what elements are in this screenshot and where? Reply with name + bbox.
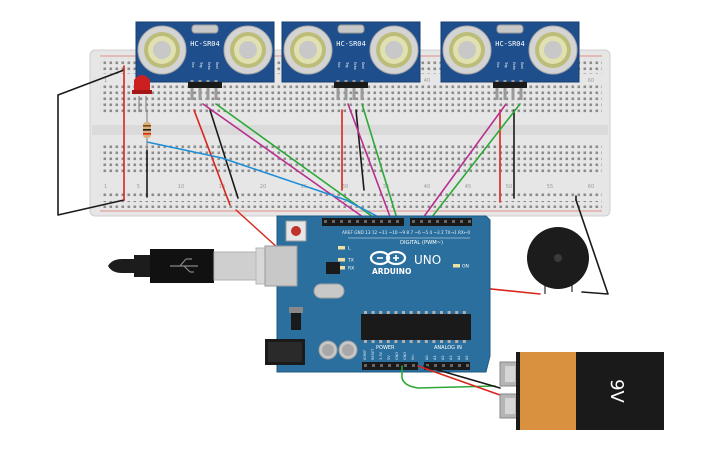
- board-leds: L TX RX ON: [338, 246, 469, 272]
- column-number: 60: [588, 78, 594, 84]
- column-number: 30: [342, 184, 348, 190]
- crystal: [313, 283, 345, 299]
- breadboard: 1155101015152020252530303535404045455050…: [89, 49, 611, 217]
- column-number: 10: [178, 184, 184, 190]
- arduino-logo: ARDUINO UNO: [369, 250, 441, 276]
- wire-blue-led[interactable]: [146, 141, 389, 223]
- column-number: 50: [506, 184, 512, 190]
- column-number: 15: [219, 184, 225, 190]
- svg-text:L: L: [348, 246, 351, 252]
- sensor-pin-label: Vcc: [191, 62, 195, 68]
- column-number: 35: [383, 184, 389, 190]
- svg-text:5V: 5V: [387, 355, 391, 360]
- svg-text:A1: A1: [433, 355, 437, 360]
- sensor-pin-label: Gnd: [215, 62, 219, 69]
- arduino-uno[interactable]: AREF GND 13 12 ~11 ~10 ~9 8 7 ~6 ~5 4 ~3…: [264, 215, 491, 373]
- wire-magenta-s1[interactable]: [202, 103, 371, 223]
- analog-label: ANALOG IN: [434, 345, 462, 351]
- column-number: 1: [104, 78, 107, 84]
- svg-text:RX: RX: [348, 266, 354, 272]
- svg-text:A5: A5: [465, 355, 469, 360]
- column-number: 60: [588, 184, 594, 190]
- column-number: 20: [260, 184, 266, 190]
- power-label: POWER: [376, 345, 395, 351]
- sensor-pin-label: Vcc: [496, 62, 500, 68]
- sensor-pin-label: Echo: [353, 62, 357, 70]
- sensor-pin-label: Vcc: [337, 62, 341, 68]
- led-red[interactable]: [132, 75, 152, 112]
- wire-red-s1[interactable]: [193, 109, 231, 206]
- svg-text:A3: A3: [449, 355, 453, 360]
- svg-text:A0: A0: [425, 355, 429, 360]
- analog-pin-labels: A0 A1 A2 A3 A4 A5: [425, 355, 469, 360]
- battery-label: 9V: [606, 379, 627, 403]
- column-number: 25: [301, 184, 307, 190]
- svg-text:3.3V: 3.3V: [379, 351, 383, 360]
- column-number: 55: [547, 184, 553, 190]
- sensor-pin-label: Trig: [345, 61, 349, 68]
- wire-red-vin[interactable]: [417, 365, 501, 396]
- svg-text:Vin: Vin: [411, 354, 415, 360]
- resistor[interactable]: [143, 112, 151, 150]
- wire-black-s1[interactable]: [209, 109, 239, 199]
- sensor-pin-label: Echo: [207, 62, 211, 70]
- column-number: 40: [424, 78, 430, 84]
- svg-text:GND: GND: [403, 352, 407, 360]
- column-number: 1: [104, 184, 107, 190]
- wire-green-gnd[interactable]: [401, 365, 496, 389]
- power-pin-labels: IOREF RESET 3.3V 5V GND GND Vin: [363, 348, 415, 360]
- svg-text:ON: ON: [462, 264, 469, 270]
- column-number: 45: [465, 184, 471, 190]
- wire-magenta-s3[interactable]: [419, 103, 507, 223]
- piezo-buzzer[interactable]: [527, 227, 589, 294]
- usb-icon: [170, 258, 198, 273]
- svg-text:RESET: RESET: [371, 348, 375, 360]
- wire-green-s3[interactable]: [427, 103, 521, 223]
- sensor-pin-label: Echo: [512, 62, 516, 70]
- digital-label: DIGITAL (PWM~): [400, 240, 443, 246]
- svg-text:TX: TX: [347, 258, 354, 264]
- wire-green-s1[interactable]: [215, 103, 381, 223]
- sensor-pin-label: Gnd: [520, 62, 524, 69]
- usb-port: [264, 245, 298, 287]
- wire-black-s2[interactable]: [355, 109, 365, 191]
- wire-green-s2[interactable]: [361, 103, 399, 223]
- wire-magenta-s2[interactable]: [347, 103, 393, 223]
- column-number: 40: [424, 184, 430, 190]
- reset-button[interactable]: [285, 220, 307, 242]
- wire-black-loop[interactable]: [57, 69, 125, 216]
- svg-text:A2: A2: [441, 355, 445, 360]
- wire-black-vin[interactable]: [423, 365, 501, 389]
- svg-text:UNO: UNO: [414, 253, 441, 267]
- svg-text:A4: A4: [457, 355, 461, 360]
- sensor-model-label: HC-SR04: [190, 40, 220, 48]
- svg-text:GND: GND: [395, 352, 399, 360]
- sensor-pin-label: Trig: [199, 61, 203, 68]
- microcontroller-chip: [361, 311, 471, 343]
- svg-text:ARDUINO: ARDUINO: [372, 267, 411, 276]
- sensor-pin-label: Trig: [504, 61, 508, 68]
- svg-text:IOREF: IOREF: [363, 350, 367, 360]
- capacitors: [318, 340, 358, 360]
- header-pin-labels: AREF GND 13 12 ~11 ~10 ~9 8 7 ~6 ~5 4 ~3…: [342, 230, 470, 236]
- sensor-model-label: HC-SR04: [495, 40, 525, 48]
- sensor-pin-label: Gnd: [361, 62, 365, 69]
- sensor-model-label: HC-SR04: [336, 40, 366, 48]
- usb-cable[interactable]: [108, 247, 283, 285]
- column-number: 5: [137, 184, 140, 190]
- battery-9v[interactable]: 9V: [499, 352, 664, 430]
- wire-black-buzzer[interactable]: [575, 199, 609, 295]
